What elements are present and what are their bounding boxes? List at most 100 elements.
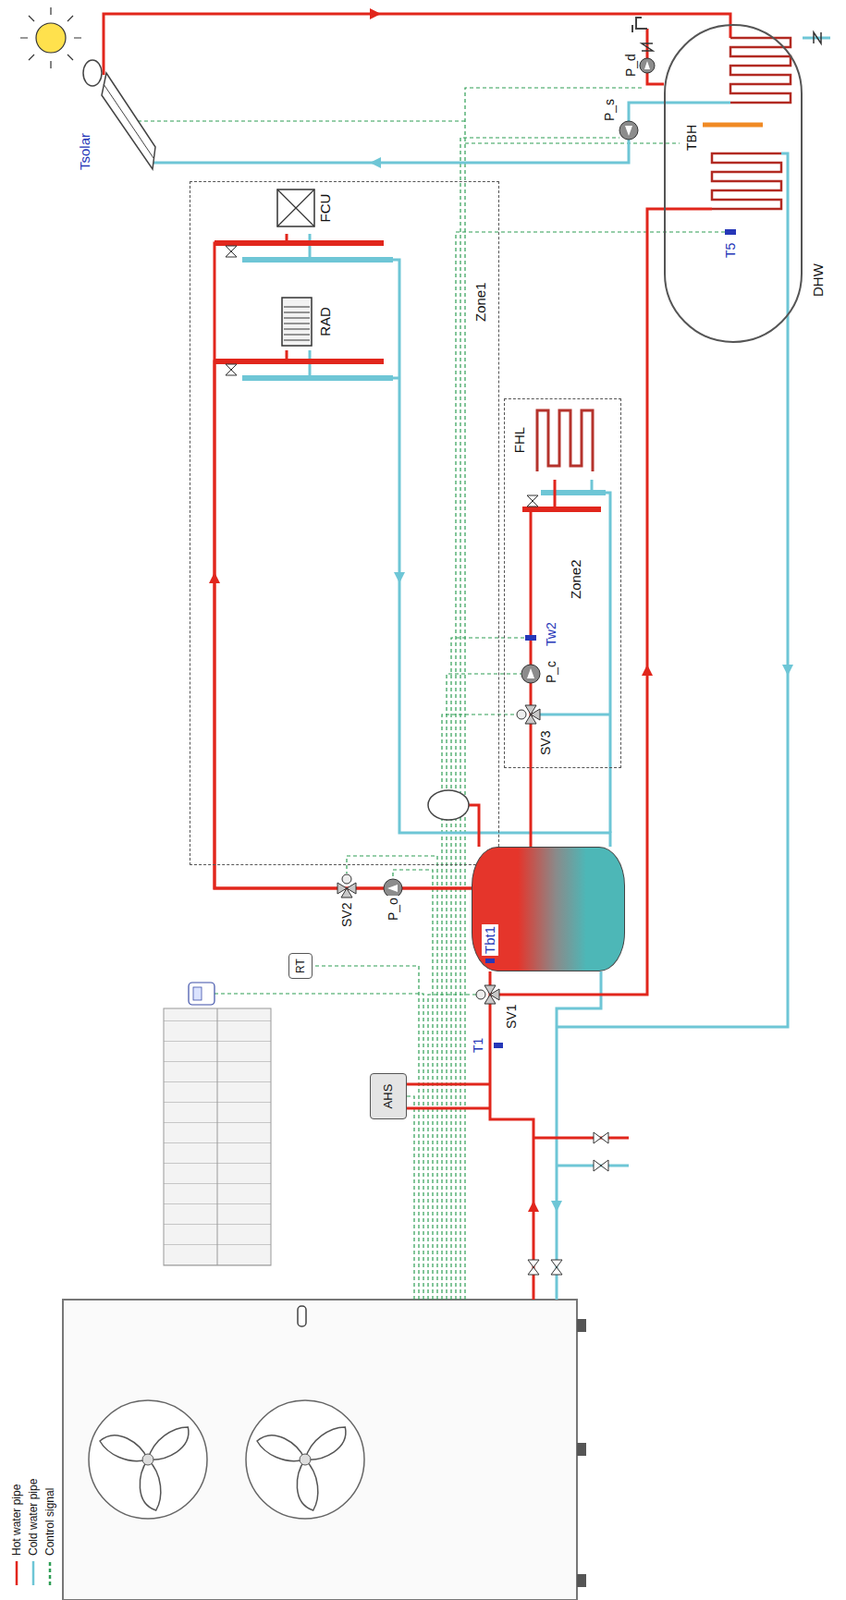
sun-icon	[20, 7, 82, 69]
ball-valve	[551, 1260, 563, 1276]
fan-coil-unit: FCU	[274, 183, 349, 233]
legend-sample	[11, 1559, 23, 1588]
control-signal	[460, 137, 620, 1300]
manifold-bar	[540, 490, 606, 496]
control-signal	[406, 1096, 415, 1300]
solar-collector	[83, 60, 102, 86]
pump-symbol	[387, 884, 398, 893]
fhl-symbol-part	[537, 410, 593, 472]
outdoor-unit	[283, 1459, 331, 1514]
ball-valve	[593, 1132, 609, 1144]
flow-arrow	[369, 8, 381, 20]
outdoor-unit	[576, 1574, 587, 1588]
expansion-vessel	[428, 790, 469, 821]
pump-symbol	[383, 879, 403, 898]
outdoor-unit	[99, 1417, 194, 1514]
hot-water-pipe	[533, 1137, 629, 1141]
hot-water-connector	[214, 233, 472, 889]
outdoor-unit	[99, 1435, 148, 1462]
outdoor-unit	[304, 1417, 351, 1472]
wall-block	[163, 1008, 271, 1266]
flow-arrow	[641, 664, 653, 676]
manifold-bar	[242, 257, 393, 263]
aux-heat-source: AHS	[369, 1073, 407, 1120]
radiator-fin	[283, 334, 310, 336]
cold-water-pipe	[152, 102, 731, 163]
control-signal	[428, 994, 477, 1300]
control-signal	[465, 87, 642, 1300]
flow-arrow	[208, 572, 221, 584]
sensor-label: Tsolar	[77, 131, 93, 172]
manifold-bar	[242, 375, 393, 381]
buffer-tank: Tbt1	[471, 846, 626, 972]
ball-valve	[593, 1160, 609, 1172]
control-signal	[455, 232, 725, 1300]
check-valve	[813, 32, 822, 44]
node-label: Tbt1	[481, 924, 499, 957]
flow-arrow	[369, 157, 381, 169]
dhw-tank: DHW	[663, 24, 803, 344]
three-way-valve	[476, 990, 486, 1000]
legend-line	[49, 1561, 52, 1586]
radiator-fin	[283, 323, 310, 325]
three-way-valve	[337, 882, 356, 898]
three-way-valve	[337, 874, 356, 898]
pump-symbol	[521, 664, 540, 684]
temperature-sensor	[724, 229, 736, 235]
legend-sample	[27, 1559, 39, 1588]
flow-arrow	[527, 1201, 540, 1213]
radiator-fin	[283, 329, 310, 331]
control-signal	[135, 87, 725, 1300]
cold-water-pipe	[530, 713, 611, 717]
outdoor-unit	[257, 1417, 351, 1514]
three-way-valve	[516, 710, 527, 720]
temperature-sensor	[525, 635, 537, 641]
fcu-symbol-part	[277, 189, 315, 227]
hot-water-pipe	[406, 1083, 491, 1087]
legend-text: Control signal	[42, 1488, 58, 1557]
radiator-fin	[283, 318, 310, 319]
node-label: RAD	[317, 306, 334, 337]
wall-controller	[193, 987, 202, 1001]
outdoor-unit	[297, 1306, 307, 1327]
three-way-valve	[516, 705, 540, 724]
node-label: AHS	[380, 1084, 397, 1110]
legend-row: Hot water pipe	[9, 1484, 25, 1588]
hot-water-pipe	[647, 28, 664, 85]
tap-symbol	[636, 17, 648, 29]
check-valve	[641, 43, 653, 51]
legend-text: Cold water pipe	[25, 1479, 41, 1557]
pump-symbol	[639, 58, 655, 74]
ball-valve	[527, 1260, 540, 1276]
control-signal	[465, 142, 680, 144]
outdoor-unit	[245, 1400, 365, 1520]
ball-valve	[225, 245, 609, 1276]
solar-collector	[83, 60, 156, 170]
radiator-fin	[283, 312, 310, 314]
cold-water-pipe	[556, 1164, 629, 1168]
tap-symbol	[631, 24, 634, 33]
three-way-valve	[342, 874, 352, 884]
outdoor-unit	[576, 1443, 587, 1457]
valve-label: SV1	[503, 1003, 519, 1031]
control-signal	[311, 966, 419, 1300]
hot-water-pipe	[468, 805, 479, 847]
node-label: RT	[292, 958, 309, 974]
tbh-heater	[702, 122, 763, 128]
pump-label: P_o	[385, 895, 401, 923]
hot-water-pipe	[103, 13, 731, 1300]
pump-symbol	[619, 121, 638, 140]
flow-arrow	[782, 664, 794, 676]
pump-symbol	[521, 664, 540, 684]
ball-valve	[225, 364, 237, 376]
rad-symbol	[274, 295, 318, 348]
outdoor-unit	[88, 1400, 208, 1520]
outdoor-unit	[62, 1299, 577, 1600]
legend-text: Hot water pipe	[9, 1484, 25, 1557]
node-label: FHL	[511, 427, 528, 454]
wall-block	[163, 1008, 271, 1266]
outdoor-unit	[142, 1454, 154, 1466]
flow-arrow	[551, 1201, 563, 1213]
